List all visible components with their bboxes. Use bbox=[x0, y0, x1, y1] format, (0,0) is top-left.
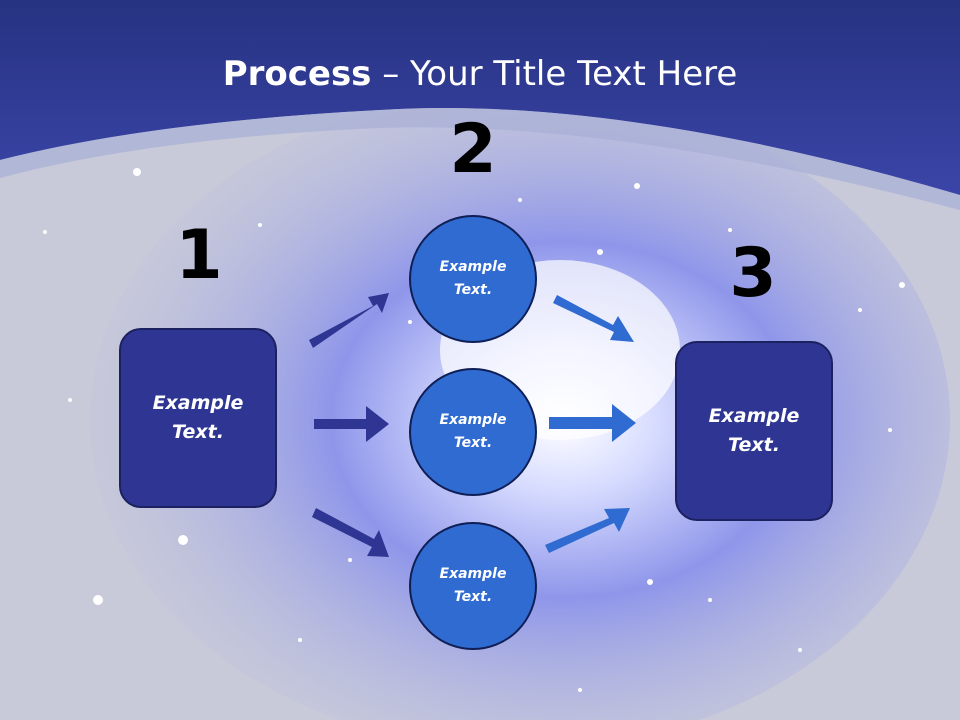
title-rest: – Your Title Text Here bbox=[371, 54, 738, 94]
step-2-circle-bottom: Example Text. bbox=[409, 522, 537, 650]
circle-label: Example Text. bbox=[439, 412, 507, 451]
step-2-circle-middle: Example Text. bbox=[409, 368, 537, 496]
circle-label: Example Text. bbox=[439, 566, 507, 605]
step-2-circle-top: Example Text. bbox=[409, 215, 537, 343]
step-3-box: Example Text. bbox=[675, 341, 833, 521]
step-number-2: 2 bbox=[449, 110, 497, 189]
step-1-box: Example Text. bbox=[119, 328, 277, 508]
step-3-label: Example Text. bbox=[708, 405, 800, 456]
step-number-1: 1 bbox=[175, 216, 223, 295]
slide-title: Process – Your Title Text Here bbox=[0, 52, 960, 96]
step-1-label: Example Text. bbox=[152, 392, 244, 443]
title-bold: Process bbox=[222, 54, 372, 94]
step-number-3: 3 bbox=[729, 234, 777, 313]
circle-label: Example Text. bbox=[439, 259, 507, 298]
